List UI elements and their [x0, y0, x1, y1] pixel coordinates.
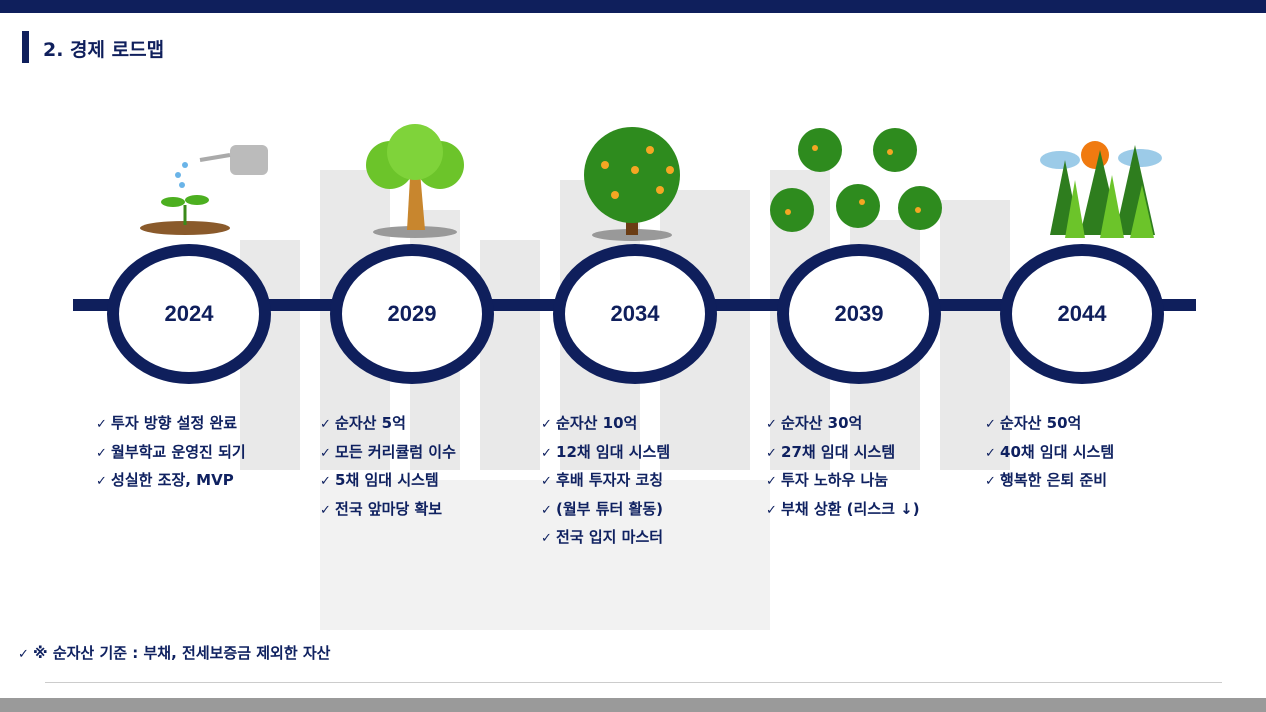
list-item: 순자산 10억	[541, 412, 670, 441]
milestone-2034-list: 순자산 10억 12채 임대 시스템 후배 투자자 코칭 (월부 튜터 활동) …	[541, 412, 670, 555]
list-item: 순자산 50억	[985, 412, 1114, 441]
list-item: 투자 방향 설정 완료	[96, 412, 246, 441]
milestone-2024-list: 투자 방향 설정 완료 월부학교 운영진 되기 성실한 조장, MVP	[96, 412, 246, 498]
list-item: 5채 임대 시스템	[320, 469, 456, 498]
divider	[45, 682, 1222, 683]
milestone-2039: 2039	[777, 244, 941, 384]
sprout-watering-can-icon	[140, 145, 268, 235]
list-item: 행복한 은퇴 준비	[985, 469, 1114, 498]
list-item: 부채 상환 (리스크 ↓)	[766, 498, 920, 527]
orchard-icon	[770, 128, 942, 232]
milestone-2044: 2044	[1000, 244, 1164, 384]
forest-icon	[1040, 141, 1162, 238]
milestone-2029-list: 순자산 5억 모든 커리큘럼 이수 5채 임대 시스템 전국 앞마당 확보	[320, 412, 456, 526]
bottom-bar	[0, 698, 1266, 712]
title-marker	[22, 31, 29, 63]
young-tree-icon	[366, 124, 464, 238]
milestone-2039-list: 순자산 30억 27채 임대 시스템 투자 노하우 나눔 부채 상환 (리스크 …	[766, 412, 920, 526]
top-bar	[0, 0, 1266, 13]
list-item: (월부 튜터 활동)	[541, 498, 670, 527]
page-title: 2. 경제 로드맵	[43, 39, 165, 61]
list-item: 전국 앞마당 확보	[320, 498, 456, 527]
list-item: 전국 입지 마스터	[541, 526, 670, 555]
list-item: 순자산 30억	[766, 412, 920, 441]
list-item: 투자 노하우 나눔	[766, 469, 920, 498]
list-item: 순자산 5억	[320, 412, 456, 441]
list-item: 모든 커리큘럼 이수	[320, 441, 456, 470]
list-item: 후배 투자자 코칭	[541, 469, 670, 498]
fruit-tree-icon	[584, 127, 680, 241]
milestone-2029: 2029	[330, 244, 494, 384]
list-item: 월부학교 운영진 되기	[96, 441, 246, 470]
milestone-2024: 2024	[107, 244, 271, 384]
footnote: ※ 순자산 기준 : 부채, 전세보증금 제외한 자산	[18, 642, 330, 663]
milestone-2034: 2034	[553, 244, 717, 384]
list-item: 40채 임대 시스템	[985, 441, 1114, 470]
list-item: 12채 임대 시스템	[541, 441, 670, 470]
list-item: 성실한 조장, MVP	[96, 469, 246, 498]
list-item: 27채 임대 시스템	[766, 441, 920, 470]
milestone-2044-list: 순자산 50억 40채 임대 시스템 행복한 은퇴 준비	[985, 412, 1114, 498]
